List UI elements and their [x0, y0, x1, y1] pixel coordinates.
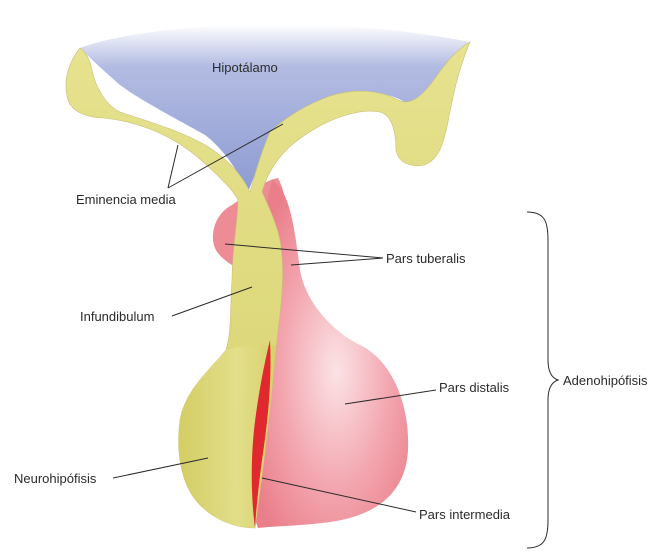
pars-distalis-label: Pars distalis: [439, 380, 510, 395]
median-eminence-label: Eminencia media: [76, 192, 176, 207]
adenohypophysis-bracket: [527, 212, 558, 548]
hypothalamus-label: Hipotálamo: [212, 60, 278, 75]
leader-median-eminence-left: [168, 145, 178, 188]
neurohypophysis-label: Neurohipófisis: [14, 471, 97, 486]
leader-pars-tuberalis-lower: [291, 258, 383, 265]
pars-tuberalis-label: Pars tuberalis: [386, 251, 466, 266]
adenohypophysis-label: Adenohipófisis: [563, 373, 648, 388]
pars-intermedia-label: Pars intermedia: [419, 507, 511, 522]
infundibulum-label: Infundibulum: [80, 309, 154, 324]
